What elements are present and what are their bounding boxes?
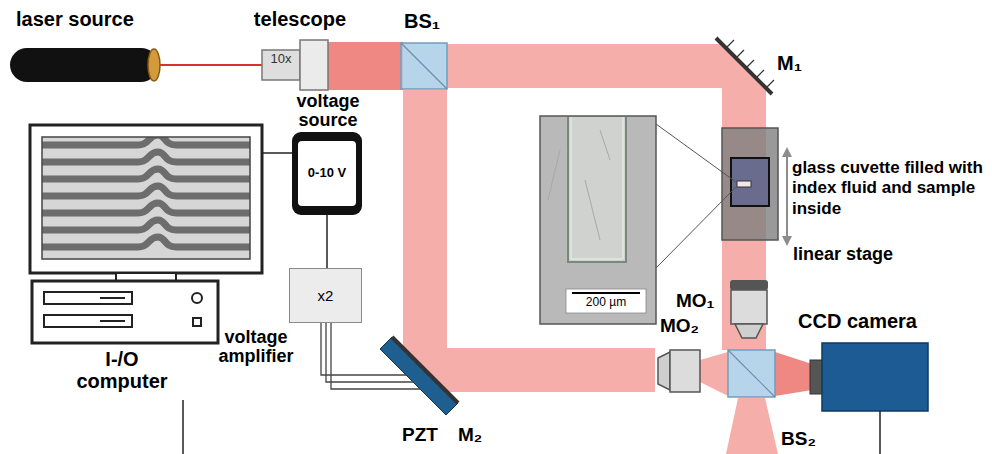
laser-aperture (148, 49, 160, 81)
fringe (42, 137, 250, 145)
linear-stage (722, 128, 778, 240)
scale-bar-box (566, 289, 646, 313)
micrograph-channel (568, 117, 626, 262)
voltage-range: 0-10 V (292, 132, 362, 215)
objective-tip (658, 352, 670, 390)
fringe (42, 220, 250, 230)
computer-shape (30, 125, 262, 273)
objective-body (670, 350, 700, 392)
beam-splitter (401, 43, 447, 89)
laser-beam (160, 64, 262, 66)
power-button (192, 293, 202, 303)
camera-beam (775, 352, 812, 396)
voltage-amplifier: x2 voltage amplifier (212, 266, 362, 371)
component-label: PZT (402, 424, 438, 446)
camera-cable (879, 411, 881, 454)
voltage-source: voltage source0-10 V (288, 90, 368, 218)
reset-button (193, 318, 201, 326)
magnification-label: 10x (262, 52, 300, 67)
component-label: M₂ (458, 424, 482, 446)
mirror-surface (716, 38, 772, 94)
beam-splitter (728, 350, 775, 397)
fringe (42, 186, 250, 196)
splitter-surface (401, 43, 447, 89)
micrograph-texture (548, 130, 610, 240)
glass-cuvette (731, 158, 769, 206)
component-label: linear stage (793, 244, 893, 265)
signal-cable (326, 215, 328, 268)
signal-cable (262, 152, 292, 154)
component-label: telescope (250, 8, 350, 31)
fringe (42, 203, 250, 213)
mirror-surface (392, 337, 458, 403)
laser-tube (10, 48, 158, 82)
objective-tip (735, 324, 763, 338)
fringe (42, 169, 250, 179)
output-beam (726, 398, 778, 454)
micrograph-inset (540, 116, 656, 324)
object-beam (447, 44, 766, 350)
component-label: CCD camera (798, 310, 917, 333)
microscope-objective (658, 350, 700, 392)
scale-bar (572, 292, 640, 294)
computer-case (32, 281, 218, 343)
computer (30, 125, 262, 454)
component-label: MO₂ (660, 315, 699, 337)
disk-drive (44, 315, 132, 327)
gain-label: x2 (289, 268, 362, 323)
component-label: MO₁ (676, 290, 714, 312)
computer-cable (182, 400, 184, 454)
expanded-beam (328, 42, 403, 90)
channel-edge (568, 117, 626, 262)
component-label: voltage amplifier (212, 328, 300, 366)
objective-cap (730, 280, 768, 290)
component-label: laser source (16, 8, 134, 31)
mirror-hatch (726, 40, 774, 88)
ccd-camera (822, 343, 928, 411)
mirror (716, 38, 774, 94)
reference-beam (403, 90, 655, 392)
component-label: I-/O computer (67, 348, 177, 392)
disk-drive (44, 292, 132, 304)
inset-leader (656, 187, 736, 268)
computer: I-/O computer (28, 122, 268, 402)
objective-body (731, 290, 767, 324)
fringe (42, 237, 250, 247)
fringe (42, 152, 250, 162)
component-label: BS₁ (404, 10, 440, 33)
component-label: BS₂ (781, 428, 816, 450)
monitor (30, 125, 262, 273)
splitter-surface (728, 350, 775, 397)
telescope: telescope 10x (250, 6, 350, 96)
component-label: M₁ (777, 52, 802, 75)
inset-leader (656, 124, 736, 182)
monitor-screen (42, 137, 250, 259)
sample (737, 181, 751, 187)
drive-slot (100, 320, 125, 322)
telescope-tube (262, 50, 300, 80)
stage-motion-arrow (786, 152, 788, 241)
scale-bar-label: 200 µm (566, 296, 646, 310)
interference-fringes (42, 137, 250, 247)
pzt-wires (321, 323, 420, 389)
microscope-objective (730, 280, 768, 338)
pzt-actuator (380, 337, 458, 415)
component-label: voltage source (288, 92, 368, 130)
telescope-lens (300, 40, 328, 90)
focused-beam (700, 352, 728, 396)
component-label: glass cuvette filled with index fluid an… (792, 158, 984, 219)
drive-slot (100, 297, 125, 299)
camera-lens-mount (810, 360, 823, 394)
channel-highlight (571, 117, 623, 259)
